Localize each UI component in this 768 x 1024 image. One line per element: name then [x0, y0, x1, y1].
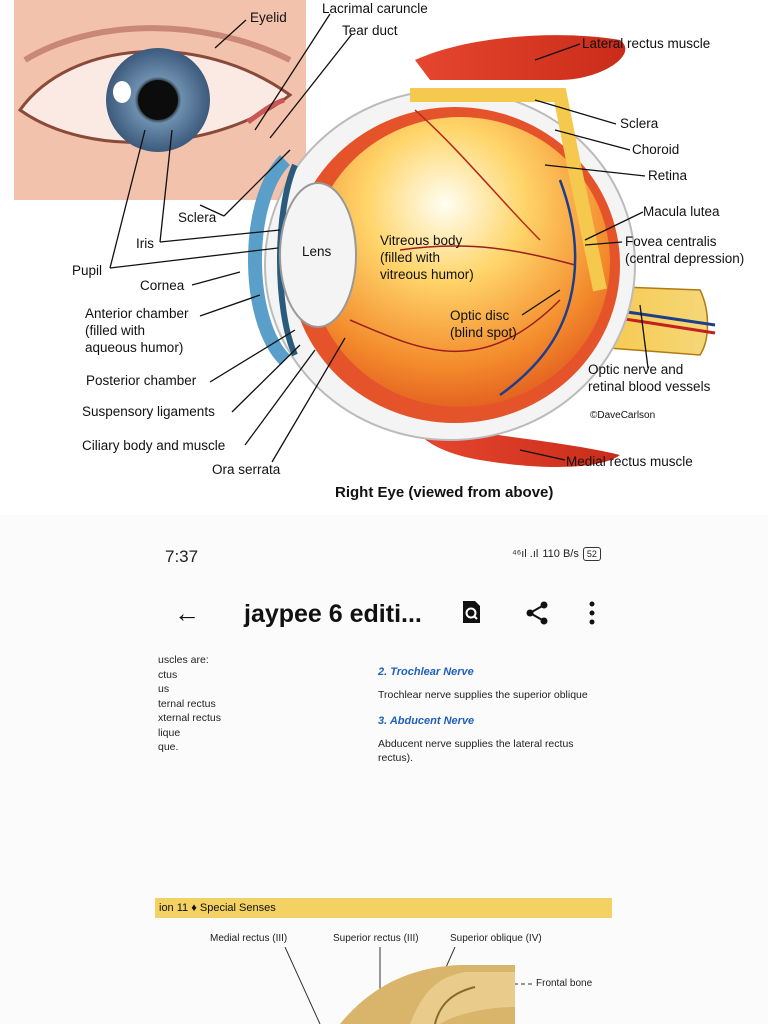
label-anterior-sub2: aqueous humor) [85, 340, 183, 355]
leader-lines [109, 13, 649, 463]
signal-icon: ⁴⁶ıl .ıl [512, 548, 539, 560]
eye-anatomy-diagram: Eyelid Lacrimal caruncle Tear duct Later… [14, 0, 744, 501]
figure-label-medial: Medial rectus (III) [210, 933, 288, 944]
section-body: Trochlear nerve supplies the superior ob… [378, 688, 588, 701]
label-ciliary: Ciliary body and muscle [82, 438, 225, 453]
status-icons: ⁴⁶ıl .ıl 110 B/s 52 [512, 547, 601, 561]
label-anterior-sub1: (filled with [85, 323, 145, 338]
label-vitreous-sub2: vitreous humor) [380, 267, 474, 282]
pdf-line: uscles are: [158, 654, 209, 666]
label-sclera-right: Sclera [620, 116, 659, 131]
pdf-line: que. [158, 741, 179, 753]
section-heading: 2. Trochlear Nerve [378, 666, 474, 678]
label-eyelid: Eyelid [250, 10, 287, 25]
label-fovea-sub: (central depression) [625, 251, 744, 266]
status-time: 7:37 [165, 547, 199, 566]
chapter-band: ion 11 ♦ Special Senses [155, 898, 612, 918]
pdf-left-column: uscles are: ctus us ternal rectus xterna… [158, 653, 268, 755]
pdf-line: ternal rectus [158, 697, 216, 710]
diagram-caption: Right Eye (viewed from above) [335, 484, 553, 501]
document-title: jaypee 6 editi... [244, 600, 422, 628]
figure-label-superior: Superior rectus (III) [333, 933, 419, 944]
label-vitreous: Vitreous body [380, 233, 463, 248]
label-optic-disc-sub: (blind spot) [450, 325, 517, 340]
pdf-line: xternal rectus [158, 712, 222, 724]
label-choroid: Choroid [632, 142, 679, 157]
label-sclera-left: Sclera [178, 210, 217, 225]
label-cornea: Cornea [140, 278, 185, 293]
external-eye-inset [14, 0, 306, 200]
label-tear-duct: Tear duct [342, 23, 398, 38]
label-macula: Macula lutea [643, 204, 720, 219]
label-fovea: Fovea centralis [625, 234, 717, 249]
label-optic-disc: Optic disc [450, 308, 510, 323]
section-body: Abducent nerve supplies the lateral rect… [378, 737, 574, 750]
credit: ©DaveCarlson [590, 410, 655, 421]
label-lacrimal-caruncle: Lacrimal caruncle [322, 1, 428, 16]
label-optic-nerve: Optic nerve and [588, 362, 683, 377]
search-document-icon[interactable] [460, 600, 482, 630]
label-medial-rectus: Medial rectus muscle [566, 454, 693, 469]
label-pupil: Pupil [72, 263, 102, 278]
label-retina: Retina [648, 168, 688, 183]
label-vitreous-sub1: (filled with [380, 250, 440, 265]
label-lateral-rectus: Lateral rectus muscle [582, 36, 710, 51]
pdf-line: us [158, 683, 170, 695]
cornea-shape [248, 155, 291, 365]
pdf-right-column: 2. Trochlear Nerve Trochlear nerve suppl… [378, 665, 613, 766]
figure-label-oblique: Superior oblique (IV) [450, 933, 542, 944]
battery-icon: 52 [582, 547, 601, 561]
back-arrow-icon[interactable]: ← [174, 598, 200, 628]
section-heading: 3. Abducent Nerve [378, 715, 475, 727]
orbit-figure [284, 947, 535, 1024]
pdf-line: lique [158, 726, 181, 739]
app-bar: ← jaypee 6 editi... [160, 590, 610, 638]
label-ora: Ora serrata [212, 462, 281, 477]
label-anterior: Anterior chamber [85, 306, 189, 321]
share-icon[interactable] [524, 600, 550, 632]
label-iris: Iris [136, 236, 154, 251]
lens-shape [279, 182, 357, 328]
label-optic-nerve-sub: retinal blood vessels [588, 379, 711, 394]
label-posterior: Posterior chamber [86, 373, 197, 388]
section-body-cont: rectus). [378, 752, 414, 764]
pdf-line: ctus [158, 668, 178, 681]
label-suspensory: Suspensory ligaments [82, 404, 215, 419]
pdf-viewer-screen: 7:37 ⁴⁶ıl .ıl 110 B/s 52 ← jaypee 6 edit… [0, 515, 768, 1024]
data-rate: 110 B/s [542, 548, 579, 560]
label-lens: Lens [302, 244, 332, 259]
figure-label-frontal: Frontal bone [536, 978, 593, 989]
more-options-icon[interactable] [588, 600, 596, 632]
